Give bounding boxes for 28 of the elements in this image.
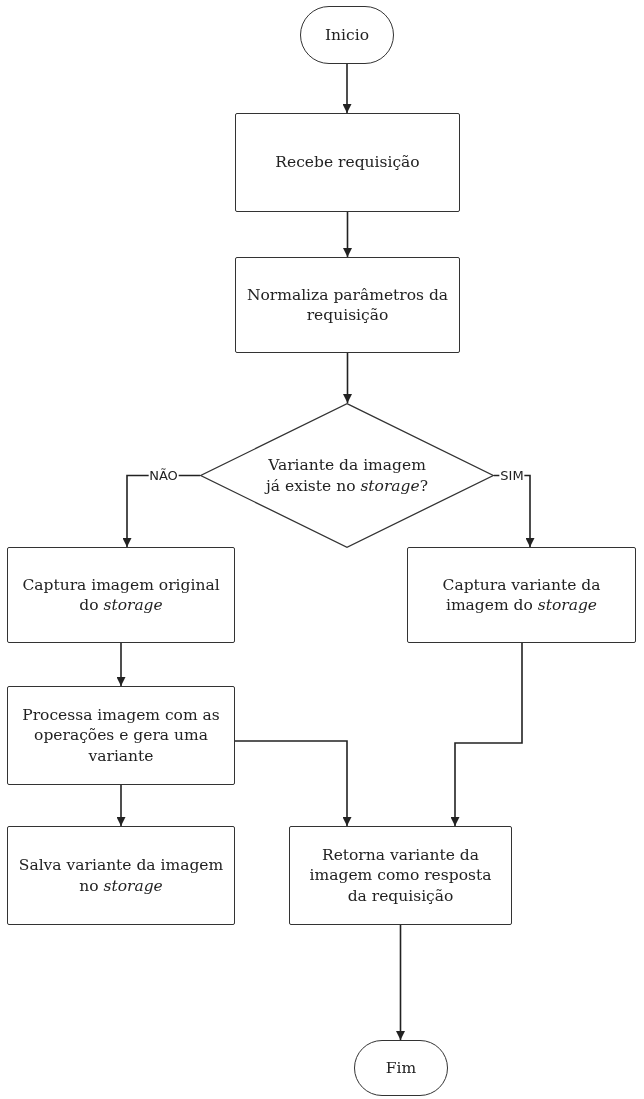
arrow [116, 784, 126, 827]
process-box [407, 547, 636, 643]
arrow [343, 352, 352, 404]
arrow [342, 63, 352, 114]
node-text: Processa imagem com as operações e gera uma variante [21, 705, 221, 766]
node-text: Fim [385, 1057, 417, 1079]
edge-label: SIM [499, 468, 525, 483]
arrow [234, 740, 352, 827]
edge-label: NÃO [148, 468, 179, 483]
node-text: Retorna variante da imagem como resposta da requisição [308, 845, 493, 906]
terminal-pill [354, 1040, 448, 1096]
process-box [7, 547, 235, 643]
process-box [289, 826, 512, 925]
node-text: Captura imagem original do storage [21, 574, 221, 616]
process-box [7, 826, 235, 925]
arrow [343, 211, 352, 258]
process-box [235, 257, 460, 353]
arrow [396, 924, 405, 1041]
process-box [7, 686, 235, 785]
node-text: Captura variante da imagem do storage [441, 574, 602, 616]
arrow [116, 642, 126, 687]
arrow [450, 642, 523, 827]
process-box [235, 113, 460, 212]
node-text: Inicio [324, 24, 369, 46]
node-text: Recebe requisição [275, 152, 420, 173]
node-text: Normaliza parâmetros da requisição [246, 284, 449, 326]
node-text: Salva variante da imagem no storage [18, 855, 224, 896]
node-text: Variante da imagem já existe no storage? [263, 455, 429, 496]
